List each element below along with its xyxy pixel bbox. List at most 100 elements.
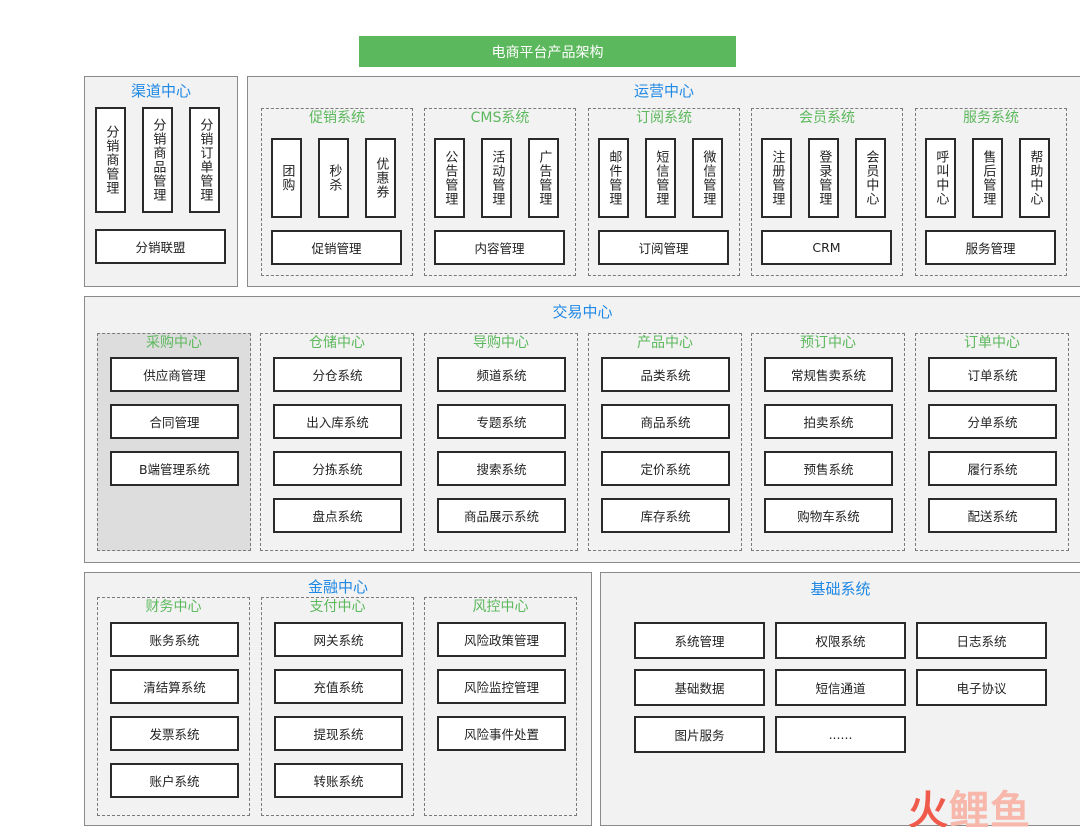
trade-item[interactable]: 品类系统 (601, 357, 730, 392)
page-title-banner: 电商平台产品架构 (359, 36, 736, 67)
trade-item[interactable]: 拍卖系统 (764, 404, 893, 439)
finance-item[interactable]: 充值系统 (274, 669, 403, 704)
channel-item[interactable]: 分销订单管理 (189, 107, 220, 213)
trade-item[interactable]: 分仓系统 (273, 357, 402, 392)
finance-item[interactable]: 账务系统 (110, 622, 239, 657)
channel-bottom-box[interactable]: 分销联盟 (95, 229, 226, 264)
operations-bottom-box[interactable]: 服务管理 (925, 230, 1056, 265)
channel-center-panel: 渠道中心 分销商管理 分销商品管理 分销订单管理 分销联盟 (84, 76, 238, 287)
trade-item[interactable]: 频道系统 (437, 357, 566, 392)
operations-group: 服务系统 呼叫中心 售后管理 帮助中心 服务管理 (915, 108, 1067, 276)
finance-item[interactable]: 风险政策管理 (437, 622, 566, 657)
finance-group-title: 支付中心 (309, 599, 366, 615)
operations-bottom-box[interactable]: CRM (761, 230, 892, 265)
operations-item[interactable]: 优惠券 (365, 138, 396, 218)
finance-item[interactable]: 风险监控管理 (437, 669, 566, 704)
trade-item[interactable]: 购物车系统 (764, 498, 893, 533)
operations-center-panel: 运营中心 促销系统 团购 秒杀 优惠券 促销管理 CMS系统 公告管理 活动管理… (247, 76, 1080, 287)
operations-item[interactable]: 短信管理 (645, 138, 676, 218)
operations-group-title: 订阅系统 (636, 110, 692, 126)
channel-item[interactable]: 分销商品管理 (142, 107, 173, 213)
finance-item[interactable]: 网关系统 (274, 622, 403, 657)
operations-item[interactable]: 呼叫中心 (925, 138, 956, 218)
trade-item[interactable]: B端管理系统 (110, 451, 239, 486)
trade-item[interactable]: 搜索系统 (437, 451, 566, 486)
operations-item[interactable]: 会员中心 (855, 138, 886, 218)
base-item[interactable]: 短信通道 (775, 669, 906, 706)
trade-center-title: 交易中心 (552, 303, 613, 321)
finance-item[interactable]: 账户系统 (110, 763, 239, 798)
base-system-panel: 基础系统 系统管理 权限系统 日志系统 基础数据 短信通道 电子协议 图片服务 … (600, 572, 1080, 826)
base-item[interactable]: 权限系统 (775, 622, 906, 659)
operations-item[interactable]: 邮件管理 (598, 138, 629, 218)
watermark-logo: 火鲤鱼 (908, 788, 1031, 827)
trade-item[interactable]: 履行系统 (928, 451, 1057, 486)
base-item[interactable]: 系统管理 (634, 622, 765, 659)
operations-item[interactable]: 团购 (271, 138, 302, 218)
operations-item[interactable]: 帮助中心 (1019, 138, 1050, 218)
operations-group-title: 促销系统 (309, 110, 365, 126)
operations-item[interactable]: 广告管理 (528, 138, 559, 218)
finance-group: 支付中心 网关系统 充值系统 提现系统 转账系统 (261, 597, 414, 816)
finance-item[interactable]: 提现系统 (274, 716, 403, 751)
base-item[interactable]: 电子协议 (916, 669, 1047, 706)
trade-item[interactable]: 盘点系统 (273, 498, 402, 533)
trade-group: 导购中心 频道系统 专题系统 搜索系统 商品展示系统 (424, 333, 578, 551)
base-item[interactable]: 图片服务 (634, 716, 765, 753)
finance-item[interactable]: 清结算系统 (110, 669, 239, 704)
trade-item[interactable]: 常规售卖系统 (764, 357, 893, 392)
trade-group-title: 导购中心 (473, 335, 529, 351)
trade-item[interactable]: 订单系统 (928, 357, 1057, 392)
operations-bottom-box[interactable]: 内容管理 (434, 230, 565, 265)
operations-item[interactable]: 活动管理 (481, 138, 512, 218)
operations-item[interactable]: 登录管理 (808, 138, 839, 218)
operations-item[interactable]: 微信管理 (692, 138, 723, 218)
trade-group-title: 预订中心 (800, 335, 856, 351)
finance-group-title: 风控中心 (472, 599, 529, 615)
base-item[interactable]: ...... (775, 716, 906, 753)
trade-item[interactable]: 商品系统 (601, 404, 730, 439)
finance-item[interactable]: 发票系统 (110, 716, 239, 751)
finance-group: 财务中心 账务系统 清结算系统 发票系统 账户系统 (97, 597, 250, 816)
trade-item[interactable]: 预售系统 (764, 451, 893, 486)
trade-item[interactable]: 供应商管理 (110, 357, 239, 392)
trade-item[interactable]: 合同管理 (110, 404, 239, 439)
operations-item[interactable]: 售后管理 (972, 138, 1003, 218)
operations-group-title: 服务系统 (963, 110, 1019, 126)
trade-group: 产品中心 品类系统 商品系统 定价系统 库存系统 (588, 333, 742, 551)
operations-center-title: 运营中心 (633, 82, 694, 100)
operations-item[interactable]: 秒杀 (318, 138, 349, 218)
operations-group: 订阅系统 邮件管理 短信管理 微信管理 订阅管理 (588, 108, 740, 276)
finance-group: 风控中心 风险政策管理 风险监控管理 风险事件处置 (424, 597, 577, 816)
trade-item[interactable]: 库存系统 (601, 498, 730, 533)
finance-item[interactable]: 转账系统 (274, 763, 403, 798)
trade-item[interactable]: 配送系统 (928, 498, 1057, 533)
trade-group-title: 采购中心 (146, 335, 202, 351)
base-item[interactable]: 基础数据 (634, 669, 765, 706)
channel-item[interactable]: 分销商管理 (95, 107, 126, 213)
operations-group: 促销系统 团购 秒杀 优惠券 促销管理 (261, 108, 413, 276)
finance-item[interactable]: 风险事件处置 (437, 716, 566, 751)
trade-item[interactable]: 定价系统 (601, 451, 730, 486)
finance-center-panel: 金融中心 财务中心 账务系统 清结算系统 发票系统 账户系统 支付中心 网关系统… (84, 572, 592, 826)
finance-center-title: 金融中心 (307, 578, 368, 596)
trade-item[interactable]: 商品展示系统 (437, 498, 566, 533)
operations-group: CMS系统 公告管理 活动管理 广告管理 内容管理 (424, 108, 576, 276)
finance-group-title: 财务中心 (145, 599, 202, 615)
base-item[interactable]: 日志系统 (916, 622, 1047, 659)
trade-center-panel: 交易中心 采购中心 供应商管理 合同管理 B端管理系统 仓储中心 分仓系统 出入… (84, 296, 1080, 563)
trade-item[interactable]: 专题系统 (437, 404, 566, 439)
trade-item[interactable]: 分单系统 (928, 404, 1057, 439)
operations-item[interactable]: 公告管理 (434, 138, 465, 218)
trade-group-title: 订单中心 (964, 335, 1020, 351)
trade-group: 预订中心 常规售卖系统 拍卖系统 预售系统 购物车系统 (751, 333, 905, 551)
trade-item[interactable]: 出入库系统 (273, 404, 402, 439)
operations-bottom-box[interactable]: 订阅管理 (598, 230, 729, 265)
trade-item[interactable]: 分拣系统 (273, 451, 402, 486)
trade-group: 订单中心 订单系统 分单系统 履行系统 配送系统 (915, 333, 1069, 551)
operations-group: 会员系统 注册管理 登录管理 会员中心 CRM (751, 108, 903, 276)
trade-group: 采购中心 供应商管理 合同管理 B端管理系统 (97, 333, 251, 551)
operations-item[interactable]: 注册管理 (761, 138, 792, 218)
operations-bottom-box[interactable]: 促销管理 (271, 230, 402, 265)
trade-group-title: 仓储中心 (309, 335, 365, 351)
